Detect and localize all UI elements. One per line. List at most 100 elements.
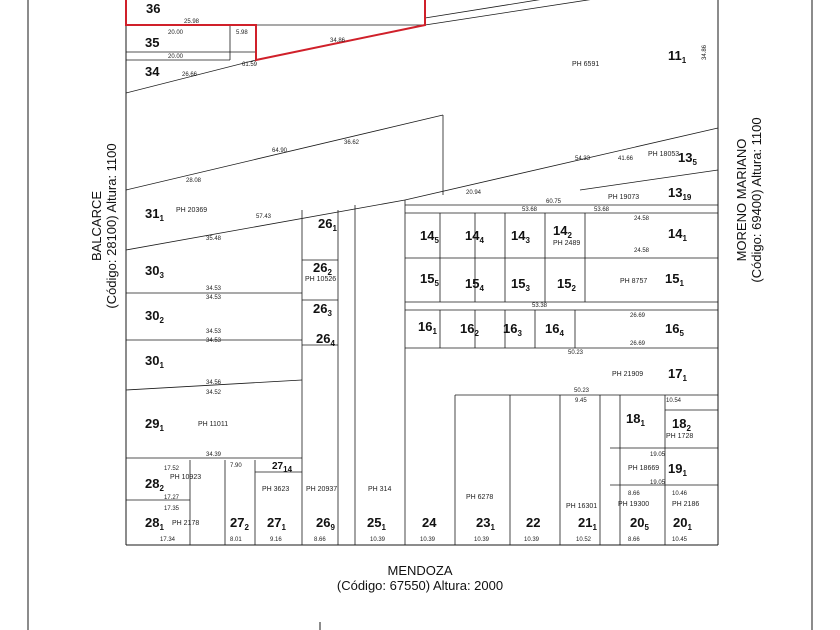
measurement: 61.59 xyxy=(242,62,258,68)
ph-label: PH 2489 xyxy=(553,240,580,247)
ph-labels: PH 6591 PH 20369 PH 10526 PH 11011 PH 10… xyxy=(170,61,699,527)
measurement: 17.52 xyxy=(164,466,180,472)
measurement: 54.33 xyxy=(575,156,591,162)
ph-label: PH 11011 xyxy=(198,421,228,428)
lot-30-3: 303 xyxy=(145,263,164,280)
lot-28-1: 281 xyxy=(145,515,164,532)
lot-15-2: 152 xyxy=(557,276,576,293)
measurement: 50.23 xyxy=(568,350,584,356)
measurement: 10.46 xyxy=(672,491,688,497)
diagonal-lots xyxy=(125,114,719,545)
ph-label: PH 18669 xyxy=(628,465,659,472)
lot-15-4: 154 xyxy=(465,276,484,293)
measurement: 24.58 xyxy=(634,248,650,254)
measurement: 8.66 xyxy=(628,537,640,543)
measurement: 26.69 xyxy=(630,313,646,319)
lot-numbers: 36 35 34 111 311 303 302 301 291 282 281… xyxy=(145,1,697,532)
top-lots xyxy=(125,0,591,94)
lot-31-1: 311 xyxy=(145,206,164,223)
lot-22: 22 xyxy=(526,515,540,530)
measurement: 34.53 xyxy=(206,338,222,344)
measurement: 17.34 xyxy=(160,537,176,543)
lot-36: 36 xyxy=(146,1,160,16)
lot-18-2: 182 xyxy=(672,416,691,433)
lot-14-3: 143 xyxy=(511,228,530,245)
measurement: 34.53 xyxy=(206,286,222,292)
ph-label: PH 6278 xyxy=(466,494,493,501)
ph-label: PH 21909 xyxy=(612,371,643,378)
lot-15-1: 151 xyxy=(665,271,684,288)
measurement: 28.08 xyxy=(186,178,202,184)
lot-26-4: 264 xyxy=(316,331,335,348)
middle-lots xyxy=(302,205,718,545)
street-label-mendoza: MENDOZA (Código: 67550) Altura: 2000 xyxy=(220,563,620,593)
measurement: 17.35 xyxy=(164,506,180,512)
lot-35: 35 xyxy=(145,35,159,50)
measurement: 34.56 xyxy=(206,380,222,386)
ph-label: PH 2186 xyxy=(672,501,699,508)
measurement: 25.98 xyxy=(184,19,200,25)
lot-16-5: 165 xyxy=(665,321,684,338)
ph-label: PH 8757 xyxy=(620,278,647,285)
lot-27-2: 272 xyxy=(230,515,249,532)
measurement: 10.52 xyxy=(576,537,592,543)
ph-label: PH 6591 xyxy=(572,61,599,68)
lot-26-2: 262 xyxy=(313,260,332,277)
measurement: 50.23 xyxy=(574,388,590,394)
measurement: 10.39 xyxy=(370,537,386,543)
lot-20-5: 205 xyxy=(630,515,649,532)
left-lots xyxy=(125,210,303,545)
measurement: 26.66 xyxy=(182,72,198,78)
measurement: 53.38 xyxy=(532,303,548,309)
lot-13-19: 1319 xyxy=(668,185,692,202)
lot-13-5: 135 xyxy=(678,150,697,167)
lot-26-3: 263 xyxy=(313,301,332,318)
measurement: 34.86 xyxy=(702,44,708,60)
lot-16-4: 164 xyxy=(545,321,564,338)
measurement: 8.66 xyxy=(628,491,640,497)
lot-30-1: 301 xyxy=(145,353,164,370)
measurement: 34.53 xyxy=(206,295,222,301)
ph-label: PH 10923 xyxy=(170,474,201,481)
street-code: (Código: 67550) Altura: 2000 xyxy=(336,578,504,593)
ph-label: PH 16301 xyxy=(566,503,597,510)
measurement: 34.39 xyxy=(206,452,222,458)
lot-28-2: 282 xyxy=(145,476,164,493)
measurement: 10.39 xyxy=(474,537,490,543)
lot-27-14: 2714 xyxy=(272,461,293,474)
ph-label: PH 19300 xyxy=(618,501,649,508)
measurement: 53.68 xyxy=(522,207,538,213)
measurement: 57.43 xyxy=(256,214,272,220)
lot-16-3: 163 xyxy=(503,321,522,338)
lot-15-5: 155 xyxy=(420,271,439,288)
measurement: 10.45 xyxy=(672,537,688,543)
measurement: 60.75 xyxy=(546,199,562,205)
lot-16-2: 162 xyxy=(460,321,479,338)
ph-label: PH 314 xyxy=(368,486,391,493)
measurement: 53.68 xyxy=(594,207,610,213)
lot-26-1: 261 xyxy=(318,216,337,233)
measurement: 8.01 xyxy=(230,537,242,543)
measurement: 36.62 xyxy=(344,140,360,146)
lot-14-5: 145 xyxy=(420,228,439,245)
measurement: 10.39 xyxy=(524,537,540,543)
ph-label: PH 19073 xyxy=(608,194,639,201)
measurement: 24.58 xyxy=(634,216,650,222)
measurement: 26.69 xyxy=(630,341,646,347)
measurement: 20.00 xyxy=(168,30,184,36)
lot-20-1: 201 xyxy=(673,515,692,532)
lot-14-1: 141 xyxy=(668,226,687,243)
measurement: 7.90 xyxy=(230,463,242,469)
page-frame xyxy=(27,0,813,630)
lot-26-9: 269 xyxy=(316,515,335,532)
ph-label: PH 20937 xyxy=(306,486,337,493)
measurement: 9.16 xyxy=(270,537,282,543)
measurement: 19.05 xyxy=(650,452,666,458)
measurement: 35.48 xyxy=(206,236,222,242)
ph-label: PH 18053 xyxy=(648,151,679,158)
lot-30-2: 302 xyxy=(145,308,164,325)
lot-11-1: 111 xyxy=(668,48,687,65)
lot-29-1: 291 xyxy=(145,416,164,433)
measurement: 20.00 xyxy=(168,54,184,60)
